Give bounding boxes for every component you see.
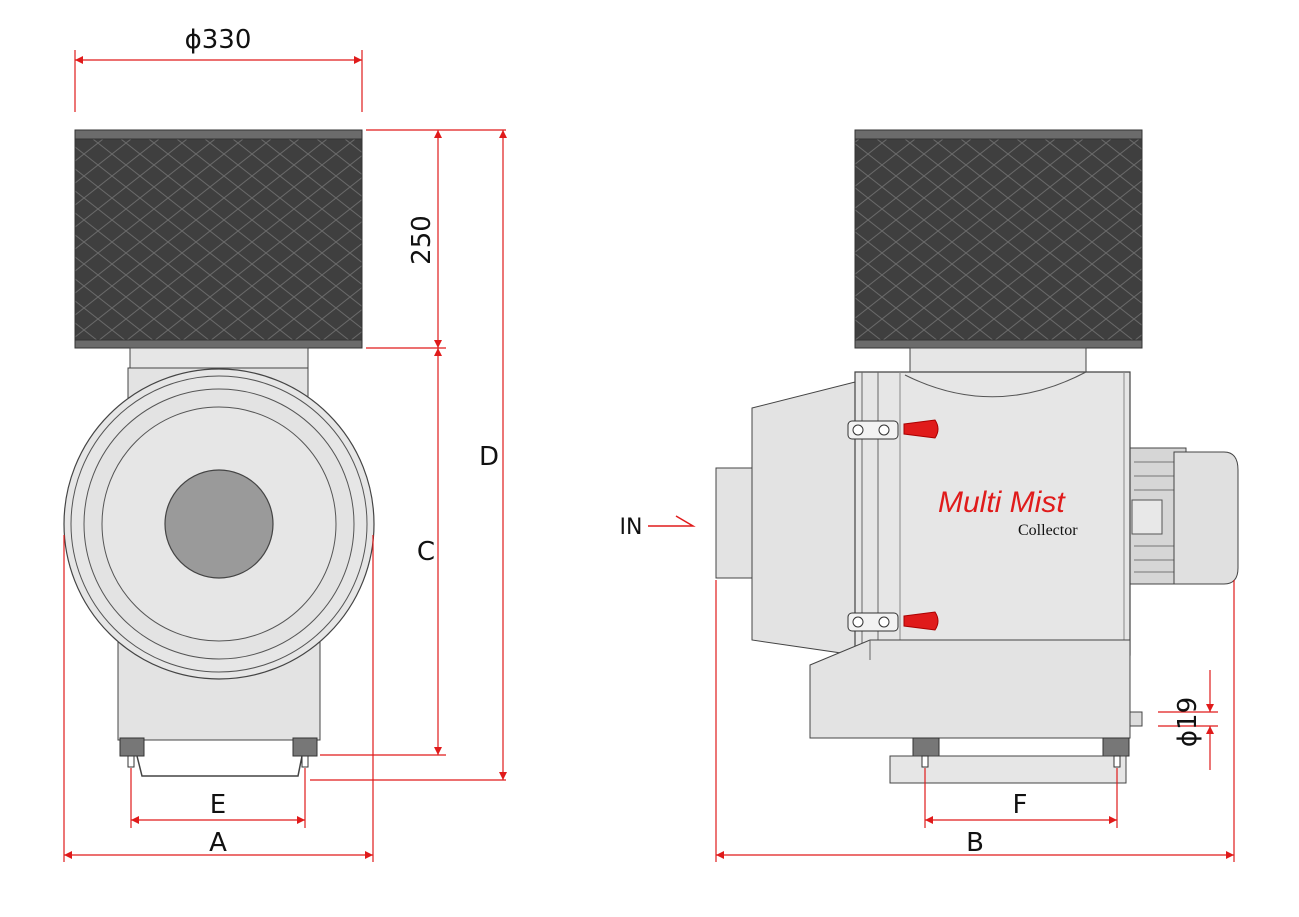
inlet-arrow bbox=[648, 515, 696, 527]
side-view: Multi Mist Collector bbox=[715, 129, 1239, 784]
label-a: A bbox=[209, 828, 227, 858]
front-filter-top-cap bbox=[74, 129, 363, 140]
side-clamp-lower-handle bbox=[903, 611, 939, 631]
label-b: B bbox=[966, 828, 984, 858]
front-view bbox=[63, 129, 375, 777]
dimension-labels: ϕ330 250 C D E A IN F B ϕ19 bbox=[185, 25, 1203, 858]
side-clamp-lower bbox=[847, 611, 939, 632]
label-c: C bbox=[417, 537, 435, 567]
side-clamp-upper-handle bbox=[903, 419, 939, 439]
front-pin-left bbox=[127, 755, 135, 768]
side-base-plate bbox=[889, 755, 1127, 784]
side-housing-curve bbox=[904, 371, 1087, 398]
side-dimensions bbox=[648, 515, 1235, 862]
side-front-cone bbox=[751, 381, 856, 656]
side-filter-bottom-cap bbox=[854, 339, 1143, 349]
label-e: E bbox=[210, 790, 226, 820]
side-filter-mesh bbox=[854, 138, 1143, 341]
front-drum-ring-1 bbox=[70, 375, 368, 673]
side-neck bbox=[909, 347, 1087, 373]
front-filter-mesh bbox=[74, 138, 363, 341]
front-filter-bottom-cap bbox=[74, 339, 363, 349]
label-diameter-top: ϕ330 bbox=[185, 25, 252, 55]
side-pin-left bbox=[921, 755, 929, 768]
side-filter-top-cap bbox=[854, 129, 1143, 140]
side-foot-right bbox=[1102, 737, 1130, 757]
label-filter-height: 250 bbox=[407, 215, 437, 265]
side-inlet-stub bbox=[715, 467, 759, 579]
label-inlet: IN bbox=[620, 515, 643, 540]
side-foot-left bbox=[912, 737, 940, 757]
label-diameter-drain: ϕ19 bbox=[1173, 697, 1203, 747]
front-foot-right bbox=[292, 737, 318, 757]
side-drain-port bbox=[1129, 711, 1143, 727]
brand-name: Multi Mist bbox=[938, 486, 1066, 519]
front-pin-right bbox=[301, 755, 309, 768]
label-f: F bbox=[1013, 790, 1028, 820]
front-neck bbox=[129, 347, 309, 371]
front-foot-left bbox=[119, 737, 145, 757]
side-motor-terminal-box bbox=[1131, 499, 1163, 535]
front-drain-tray bbox=[136, 755, 303, 777]
side-clamp-upper bbox=[847, 419, 939, 440]
label-d: D bbox=[479, 442, 499, 472]
front-dimensions bbox=[63, 50, 507, 862]
side-pin-right bbox=[1113, 755, 1121, 768]
front-inlet-hole bbox=[164, 469, 274, 579]
side-base bbox=[809, 639, 1131, 739]
side-motor-fan-cover bbox=[1173, 451, 1239, 585]
brand-subtitle: Collector bbox=[1018, 522, 1078, 539]
